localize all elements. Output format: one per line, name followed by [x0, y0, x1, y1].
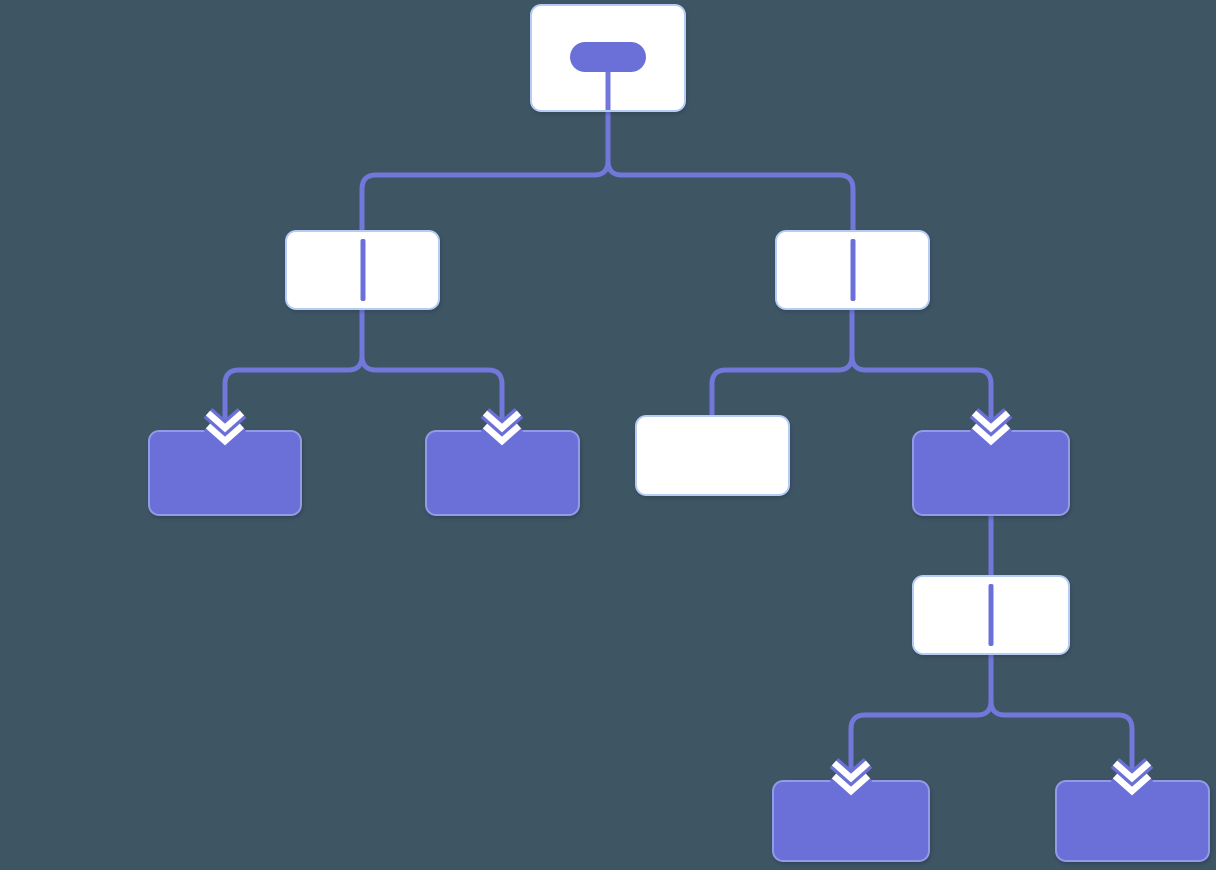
branch-divider-line: [360, 239, 365, 301]
node-branch-left[interactable]: [285, 230, 440, 310]
node-leaf-4[interactable]: [772, 780, 930, 862]
start-pill-icon: [570, 42, 646, 72]
edge-branch-right-to-card: [709, 308, 855, 420]
node-start[interactable]: [530, 4, 686, 112]
edge-root-to-branch-right: [605, 110, 856, 232]
edge-branch-bottom-to-leaf-5: [988, 653, 1135, 792]
branch-divider-line: [850, 239, 855, 301]
node-card-white[interactable]: [635, 415, 790, 496]
node-leaf-3[interactable]: [912, 430, 1070, 516]
edge-branch-left-to-leaf-1: [222, 308, 365, 442]
node-leaf-5[interactable]: [1055, 780, 1210, 862]
node-branch-right[interactable]: [775, 230, 930, 310]
edge-branch-left-to-leaf-2: [359, 308, 505, 442]
start-stem-line: [605, 68, 611, 110]
branch-divider-line: [988, 584, 994, 646]
node-leaf-1[interactable]: [148, 430, 302, 516]
node-leaf-2[interactable]: [425, 430, 580, 516]
edge-branch-bottom-to-leaf-4: [848, 653, 994, 792]
edge-branch-right-to-leaf-3: [849, 308, 994, 442]
node-branch-bottom[interactable]: [912, 575, 1070, 655]
edge-root-to-branch-left: [359, 110, 611, 232]
